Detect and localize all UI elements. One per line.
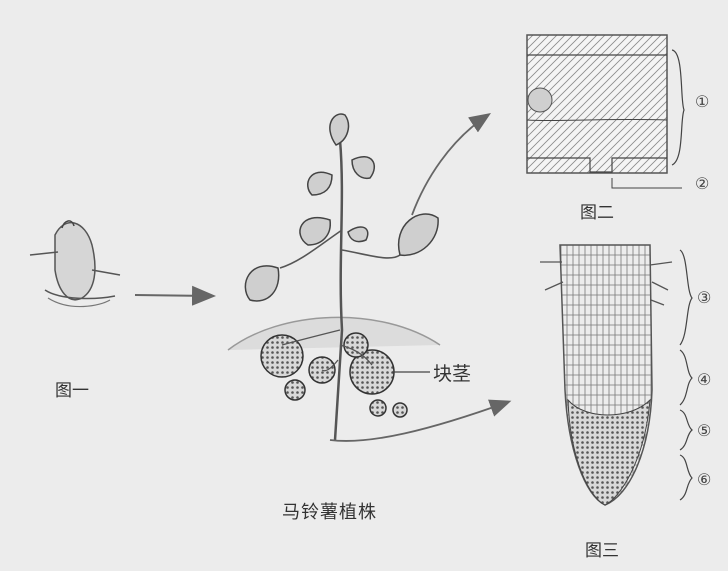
marker-6: ⑥ xyxy=(697,470,711,489)
arrow-to-root-tip xyxy=(330,402,508,441)
marker-3: ③ xyxy=(697,288,711,307)
tuber-piece-figure xyxy=(30,221,120,307)
marker-5: ⑤ xyxy=(697,421,711,440)
tuber-label: 块茎 xyxy=(433,359,471,386)
marker-2: ② xyxy=(695,174,709,193)
root-tip-figure xyxy=(540,245,692,505)
figure-two-caption: 图二 xyxy=(580,198,614,223)
potato-plant-figure xyxy=(228,114,440,440)
figure-three-caption: 图三 xyxy=(585,536,619,561)
arrow-to-leaf-section xyxy=(412,115,488,215)
marker-4: ④ xyxy=(697,370,711,389)
plant-caption: 马铃薯植株 xyxy=(282,498,377,524)
arrow-to-plant xyxy=(135,295,212,296)
figure-one-caption: 图一 xyxy=(55,376,89,401)
marker-1: ① xyxy=(695,92,709,111)
leaf-cross-section-figure xyxy=(527,35,684,188)
